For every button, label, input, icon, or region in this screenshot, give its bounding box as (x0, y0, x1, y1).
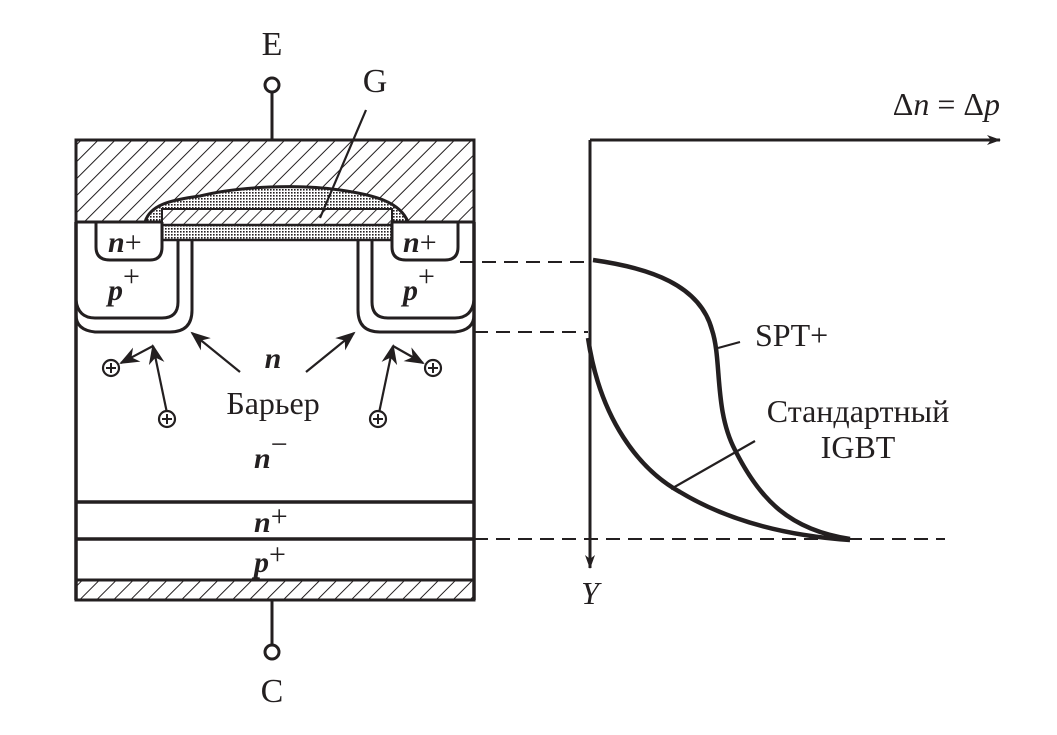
hole-arrow-up-right (377, 344, 398, 414)
p-plus-left-label: p+ (105, 260, 140, 307)
curve-standard-igbt (585, 337, 851, 543)
carrier-profile-plot: Δn = Δp Y SPT+ Стандартный IGBT (581, 86, 1001, 611)
x-axis-label: Δn = Δp (893, 86, 1000, 122)
p-plus-well-left (74, 240, 180, 320)
gate-thin-oxide (160, 223, 394, 242)
n-barrier-left (74, 240, 194, 334)
gate-label: G (363, 63, 388, 100)
collector-label: C (261, 673, 284, 710)
n-barrier-right (356, 240, 476, 334)
n-minus-label: n− (254, 428, 288, 475)
gate-electrode-fill (163, 210, 391, 224)
emitter-terminal-icon (263, 76, 281, 94)
n-plus-left-label: n+ (108, 226, 142, 259)
emitter-label: E (262, 26, 283, 63)
spt-plus-leader (717, 340, 741, 350)
standard-igbt-label-line2: IGBT (821, 429, 896, 465)
p-plus-well-right (370, 240, 476, 320)
curve-spt-plus (592, 257, 851, 542)
hole-icon (101, 358, 121, 378)
barrier-arrow-right (305, 331, 356, 373)
n-plus-source-left (94, 222, 164, 262)
y-axis-label: Y (581, 575, 602, 611)
collector-metal (74, 578, 476, 602)
projection-lines (460, 261, 945, 540)
hole-arrow-reflect-right (392, 345, 425, 364)
n-barrier-label: n (265, 342, 282, 375)
gate-pointer (318, 109, 368, 219)
hole-icon (423, 358, 443, 378)
standard-igbt-leader (670, 440, 756, 490)
collector-terminal-icon (263, 643, 281, 661)
n-plus-buffer-label: n+ (254, 500, 288, 539)
n-plus-right-label: n+ (403, 226, 437, 259)
hole-arrow-up-left (148, 344, 169, 414)
hole-icon (368, 409, 388, 429)
p-plus-right-label: p+ (400, 260, 435, 307)
barrier-arrow-left (190, 331, 241, 373)
hole-icon (157, 409, 177, 429)
n-plus-source-right (390, 222, 460, 262)
barrier-caption: Барьер (226, 385, 319, 421)
hole-arrow-reflect-left (119, 345, 154, 364)
spt-plus-label: SPT+ (755, 317, 828, 353)
standard-igbt-label-line1: Стандартный (767, 393, 949, 429)
device-cross-section: E G C n+ n+ p+ p+ n Барьер n− n+ p+ (74, 26, 476, 710)
p-plus-collector-label: p+ (251, 538, 286, 579)
